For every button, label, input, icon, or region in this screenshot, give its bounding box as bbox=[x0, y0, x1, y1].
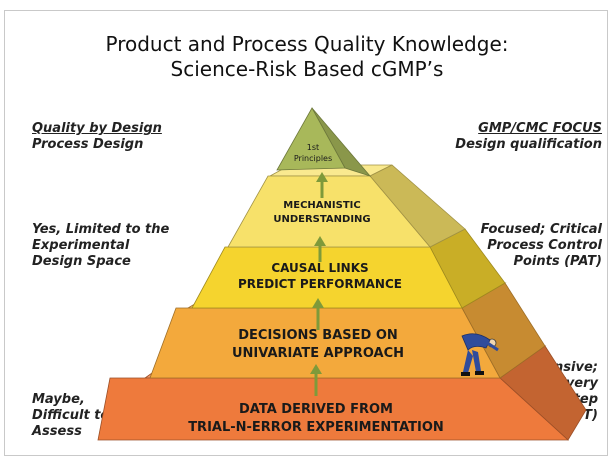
level-1-label-line-2: Principles bbox=[294, 154, 332, 163]
left-level-3-line-1: Yes, Limited to the bbox=[32, 222, 170, 237]
left-level-1-line-1: Maybe, bbox=[32, 392, 85, 407]
right-heading: GMP/CMC FOCUS bbox=[478, 121, 602, 136]
left-column-header: Quality by Design Process Design bbox=[32, 121, 162, 153]
left-heading: Quality by Design bbox=[32, 121, 162, 136]
up-arrow bbox=[312, 298, 324, 330]
right-level-3-line-3: Points (PAT) bbox=[513, 254, 602, 269]
pyramid-level-2: MECHANISTIC UNDERSTANDING bbox=[227, 164, 466, 248]
left-level-3-line-2: Experimental bbox=[32, 238, 130, 253]
right-subheading: Design qualification bbox=[455, 137, 602, 152]
level-3-label-line-1: CAUSAL LINKS bbox=[271, 261, 368, 275]
level-1-front-face bbox=[276, 107, 346, 171]
left-subheading: Process Design bbox=[32, 137, 144, 152]
level-2-label-line-1: MECHANISTIC bbox=[283, 200, 360, 211]
level-2-front-face bbox=[227, 175, 431, 248]
left-level-1-line-2: Difficult to bbox=[32, 408, 110, 423]
up-arrow bbox=[310, 364, 322, 396]
slide-frame bbox=[4, 10, 608, 456]
left-level-3-note: Yes, Limited to the Experimental Design … bbox=[32, 222, 169, 270]
level-4-front-face bbox=[149, 307, 501, 379]
level-4-label-line-2: UNIVARIATE APPROACH bbox=[232, 346, 404, 361]
right-level-3-line-2: Process Control bbox=[487, 238, 602, 253]
left-level-1-line-3: Assess bbox=[32, 424, 82, 439]
level-4-label-line-1: DECISIONS BASED ON bbox=[238, 328, 398, 343]
pyramid-level-1: 1st Principles bbox=[276, 107, 372, 177]
level-1-label-line-1: 1st bbox=[307, 143, 319, 152]
left-level-3-line-3: Design Space bbox=[32, 254, 131, 269]
slide-title: Product and Process Quality Knowledge: S… bbox=[0, 32, 614, 82]
level-5-label-line-1: DATA DERIVED FROM bbox=[239, 402, 393, 417]
up-arrow bbox=[314, 236, 326, 262]
level-3-label-line-2: PREDICT PERFORMANCE bbox=[238, 277, 402, 291]
left-level-1-note: Maybe, Difficult to Assess bbox=[32, 392, 109, 440]
level-2-label-line-2: UNDERSTANDING bbox=[273, 214, 370, 225]
up-arrow bbox=[316, 172, 328, 198]
right-level-3-note: Focused; Critical Process Control Points… bbox=[481, 222, 602, 270]
right-column-header: GMP/CMC FOCUS Design qualification bbox=[455, 121, 602, 153]
title-line-2: Science-Risk Based cGMP’s bbox=[170, 57, 444, 81]
right-level-3-line-1: Focused; Critical bbox=[480, 222, 602, 237]
up-arrows bbox=[310, 172, 328, 396]
climbing-person-icon bbox=[461, 333, 499, 376]
level-5-label-line-2: TRIAL-N-ERROR EXPERIMENTATION bbox=[188, 420, 444, 435]
title-line-1: Product and Process Quality Knowledge: bbox=[105, 32, 509, 56]
